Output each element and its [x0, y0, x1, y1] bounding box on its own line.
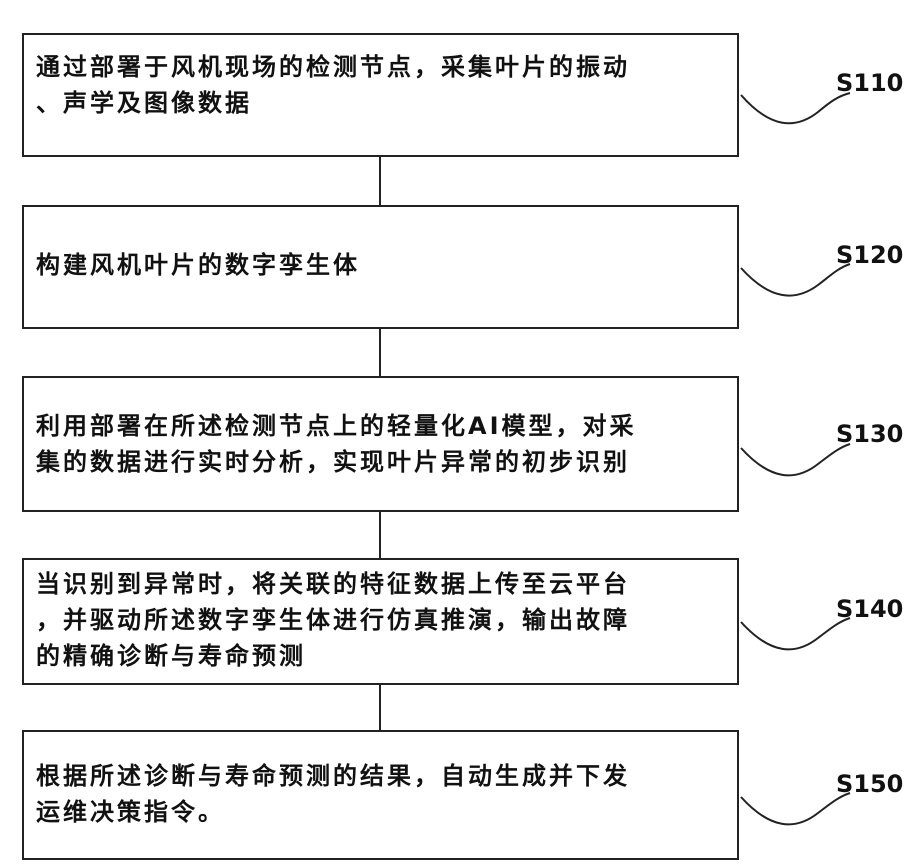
step-label-s120: S120: [836, 241, 903, 269]
leader-line-s130: [741, 444, 850, 475]
step-label-s150: S150: [836, 770, 903, 798]
leader-line-s140: [741, 618, 850, 649]
leader-line-s120: [741, 264, 850, 296]
leader-line-s150: [741, 793, 850, 824]
step-label-s140: S140: [836, 595, 903, 623]
step-label-s130: S130: [836, 420, 903, 448]
step-label-s110: S110: [836, 69, 903, 97]
leader-line-s110: [741, 93, 850, 123]
